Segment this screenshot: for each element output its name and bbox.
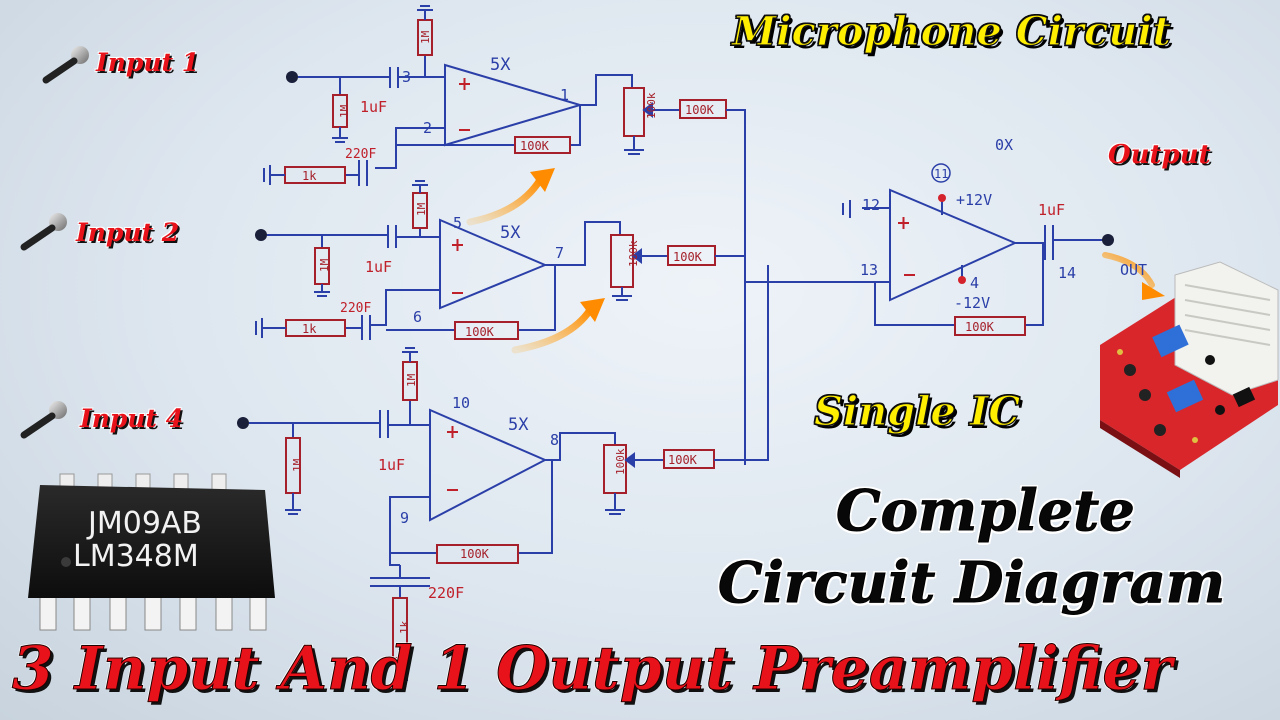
title-microphone-circuit: Microphone Circuit [731,7,1171,55]
stage2-r-mix: 100K [673,250,703,264]
stage-3 [237,265,769,685]
mixer-r-fb: 100K [965,320,995,334]
output-jack [1102,234,1114,246]
stage3-r-mix: 100K [668,453,698,467]
label-input-1: Input 1 [96,48,200,77]
mixer-pin-minus: 13 [860,261,878,279]
input-1-jack [286,71,298,83]
lm348-chip-image: JM09AB LM348M [28,473,275,631]
stage1-pin-minus: 2 [423,119,432,137]
mixer-pin-vee: 4 [970,274,979,292]
stage3-cap-fb: 220F [428,584,464,602]
input-2-jack [255,229,267,241]
stage-1 [263,5,746,465]
chip-marking-line2: LM348M [73,539,199,574]
input-4-jack [237,417,249,429]
stage2-r-ground: 1k [302,322,317,336]
stage3-gain: 5X [508,415,529,435]
mixer-pin-plus: 12 [862,196,880,214]
mixer-gain: 0X [995,136,1013,154]
mixer-cap-out: 1uF [1038,201,1065,219]
microphone-icon [20,213,67,251]
signal-arrows [466,168,1165,354]
stage3-pin-plus: 10 [452,394,470,412]
title-bottom-banner: 3 Input And 1 Output Preamplifier [11,634,1173,705]
title-complete: Complete [836,478,1136,545]
stage1-r-fb: 100K [520,139,550,153]
stage2-pin-plus: 5 [453,214,462,232]
mixer-pin-vcc: 11 [934,167,948,181]
stage2-cap-in: 1uF [365,258,392,276]
stage3-pot: 100k [614,448,627,475]
stage3-pin-out: 8 [550,431,559,449]
title-circuit-diagram: Circuit Diagram [717,550,1226,617]
microphone-icon [42,46,89,84]
mixer-out-label: OUT [1120,261,1147,279]
stage2-gain: 5X [500,223,521,243]
stage2-pin-minus: 6 [413,308,422,326]
stage1-r-top: 1M [419,30,432,44]
stage-2 [255,180,745,340]
stage1-pot: 100k [645,92,658,119]
mixer-stage [745,163,1114,336]
stage3-r-fb: 100K [460,547,490,561]
stage3-r-ground: 1k [398,620,411,634]
stage2-pot: 100k [627,240,640,267]
label-input-4: Input 4 [80,404,184,433]
amplifier-board-image [1100,261,1279,478]
stage1-cap-in: 1uF [360,98,387,116]
stage1-r-bias: 1M [338,104,351,118]
opamp-polarity-marks [447,78,915,491]
stage1-gain: 5X [490,55,511,75]
stage3-pin-minus: 9 [400,509,409,527]
stage3-cap-in: 1uF [378,456,405,474]
mixer-pin-out: 14 [1058,264,1076,282]
label-input-2: Input 2 [76,218,180,247]
stage1-r-ground: 1k [302,169,317,183]
stage2-pin-out: 7 [555,244,564,262]
chip-marking-line1: JM09AB [86,506,202,541]
stage2-cap-fb: 220F [340,301,371,316]
mixer-vcc: +12V [956,191,992,209]
stage1-pin-plus: 3 [402,68,411,86]
microphone-icon [20,401,67,439]
stage2-r-fb: 100K [465,325,495,339]
stage2-r-bias: 1M [318,258,331,272]
schematic-labels: 3 2 1 5X 1uF 220F 1k 100K 100K 100k 1M 1… [291,30,1147,634]
title-single-ic: Single IC [813,387,1021,435]
mixer-vee: -12V [954,294,990,312]
stage1-r-mix: 100K [685,103,715,117]
stage1-cap-fb: 220F [345,147,376,162]
stage3-r-bias: 1M [291,458,304,472]
stage1-pin-out: 1 [560,86,569,104]
label-output: Output [1108,140,1211,170]
stage3-r-top: 1M [405,373,418,387]
stage2-r-top: 1M [415,202,428,216]
